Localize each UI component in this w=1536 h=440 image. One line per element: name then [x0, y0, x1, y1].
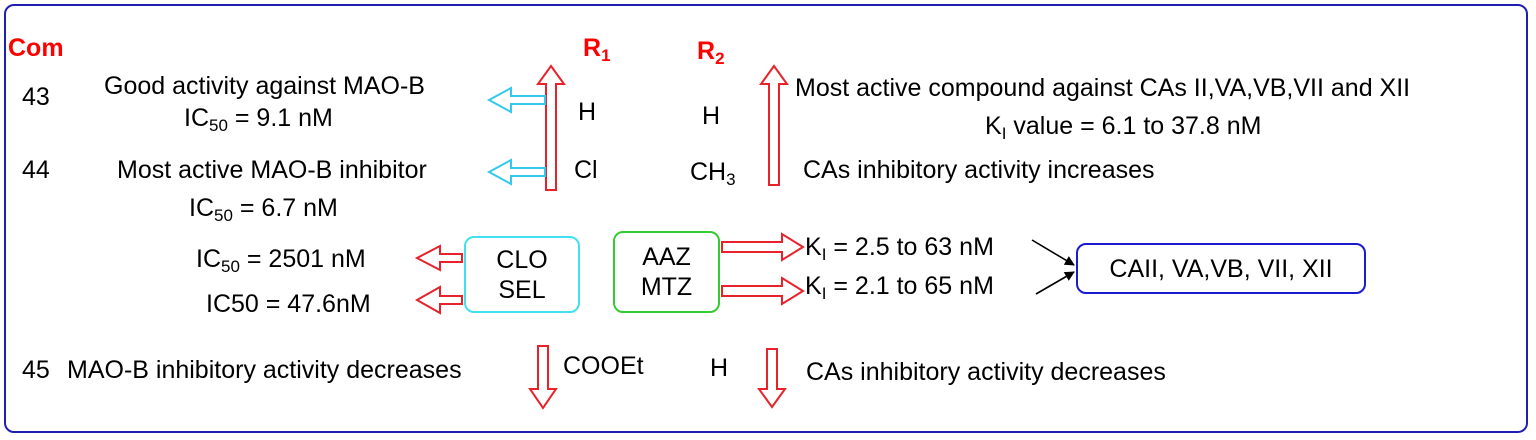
mao-reference-box: CLO SEL — [464, 236, 580, 313]
compound-44-id: 44 — [22, 156, 50, 184]
ca-isoform-list: CAII, VA,VB, VII, XII — [1109, 254, 1333, 283]
compound-45-r2: H — [710, 354, 729, 382]
compound-45-id: 45 — [22, 356, 50, 384]
red-right-arrow-mtz — [721, 276, 805, 306]
compound-45-mao-note: MAO-B inhibitory activity decreases — [67, 356, 462, 384]
aaz-label: AAZ — [642, 243, 691, 271]
mtz-ki: KI = 2.1 to 65 nM — [805, 272, 994, 303]
compound-45-ca-note: CAs inhibitory activity decreases — [806, 358, 1166, 386]
compound-43-id: 43 — [22, 83, 50, 111]
red-right-arrow-aaz — [721, 232, 805, 262]
mtz-label: MTZ — [640, 273, 693, 301]
compound-43-ic50: IC50 = 9.1 nM — [184, 104, 333, 135]
ca-reference-box: AAZ MTZ — [613, 231, 720, 313]
compound-43-r1: H — [578, 98, 597, 126]
black-arrow-mtz — [1035, 271, 1075, 295]
red-left-arrow-sel — [414, 285, 463, 315]
red-left-arrow-clo — [414, 244, 463, 272]
r2-down-arrow — [757, 348, 787, 409]
cyan-left-arrow-43 — [486, 86, 546, 114]
header-r1: R1 — [583, 34, 611, 65]
compound-43-mao-note: Good activity against MAO-B — [104, 72, 425, 100]
clo-ic50: IC50 = 2501 nM — [196, 245, 366, 276]
header-r2: R2 — [697, 37, 725, 68]
compound-44-r1: Cl — [574, 156, 598, 184]
compound-43-ki: KI value = 6.1 to 37.8 nM — [985, 112, 1262, 143]
compound-44-r2: CH3 — [690, 158, 736, 189]
compound-45-r1: COOEt — [563, 352, 644, 380]
header-com: Com — [8, 34, 64, 62]
r2-up-arrow — [759, 64, 789, 186]
compound-43-r2: H — [702, 102, 721, 130]
sel-ic50: IC50 = 47.6nM — [206, 290, 371, 318]
black-arrow-aaz — [1031, 239, 1075, 266]
diagram-frame — [4, 4, 1528, 433]
compound-43-ca-note: Most active compound against CAs II,VA,V… — [795, 74, 1411, 102]
r1-up-arrow-body — [536, 64, 566, 191]
sel-label: SEL — [498, 275, 546, 304]
clo-label: CLO — [496, 245, 548, 274]
aaz-ki: KI = 2.5 to 63 nM — [805, 233, 994, 264]
compound-44-ic50: IC50 = 6.7 nM — [189, 194, 338, 225]
compound-44-ca-note: CAs inhibitory activity increases — [803, 156, 1155, 184]
r1-down-arrow — [528, 345, 558, 410]
compound-44-mao-note: Most active MAO-B inhibitor — [117, 156, 427, 184]
ca-isoform-target-box: CAII, VA,VB, VII, XII — [1076, 243, 1366, 294]
cyan-left-arrow-44 — [486, 158, 546, 186]
